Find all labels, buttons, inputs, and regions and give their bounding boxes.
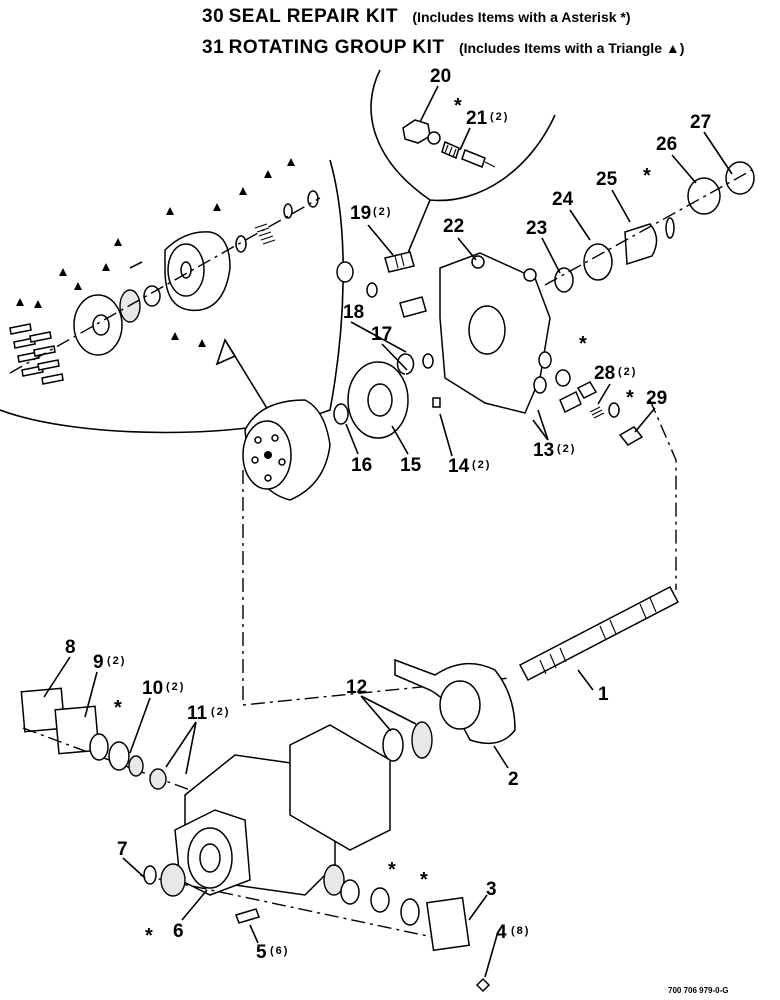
detail-bubble-valve <box>370 69 556 202</box>
asterisk-marker: * <box>579 333 587 355</box>
leader-lines <box>43 85 733 978</box>
part-12-bearing <box>382 721 433 762</box>
callout-29: 29 <box>646 388 667 409</box>
part-14-plug <box>432 397 441 408</box>
callout-27: 27 <box>690 112 711 133</box>
asterisk-markers: * * * * * * * * <box>114 95 651 947</box>
part-17-oring <box>396 353 415 375</box>
callout-14-qty: (2) <box>472 459 491 471</box>
valve-plug-part <box>402 119 496 168</box>
asterisk-marker: * <box>454 95 462 117</box>
callout-17: 17 <box>371 324 392 345</box>
parts-23-27-stack <box>554 161 755 293</box>
callout-25: 25 <box>596 169 618 190</box>
kit-30-title: SEAL REPAIR KIT <box>228 6 398 27</box>
callout-28-qty: (2) <box>618 366 637 378</box>
drawing-code: 700 706 979-0-G <box>668 986 729 995</box>
callout-8: 8 <box>65 637 76 658</box>
kit-31-heading: 31 ROTATING GROUP KIT (Includes Items wi… <box>202 37 684 59</box>
callout-5: 5 <box>256 942 267 963</box>
callout-20: 20 <box>430 66 451 87</box>
detail-bubble-leader <box>404 199 431 261</box>
callout-11: 11 <box>187 703 208 724</box>
callout-22: 22 <box>443 216 464 237</box>
triangle-markers <box>16 158 295 347</box>
callout-13-qty: (2) <box>557 443 576 455</box>
asterisk-marker: * <box>114 697 122 719</box>
callout-12: 12 <box>346 677 367 698</box>
callout-10-qty: (2) <box>166 681 185 693</box>
callout-14: 14 <box>448 456 470 477</box>
callout-28: 28 <box>594 363 615 384</box>
kit-31-note: (Includes Items with a Triangle ▲) <box>458 40 685 56</box>
asterisk-marker: * <box>388 859 396 881</box>
callout-19: 19 <box>350 203 371 224</box>
callout-labels: 1 2 3 4 (8) 5 (6) 6 7 8 9 (2) 10 (2) 11 … <box>65 66 711 963</box>
callout-15: 15 <box>400 455 422 476</box>
detail-bubble-rotating-group <box>0 159 344 434</box>
retainer-bolts <box>9 323 64 385</box>
callout-16: 16 <box>351 455 372 476</box>
parts-28-29-stack <box>555 369 644 446</box>
part-16-washer <box>333 403 349 425</box>
callout-2: 2 <box>508 769 519 790</box>
kit-30-heading: 30 SEAL REPAIR KIT (Includes Items with … <box>202 6 631 28</box>
asterisk-marker: * <box>420 869 428 891</box>
cylinder-barrel-assembly <box>242 399 331 501</box>
callout-26: 26 <box>656 134 677 155</box>
kit-31-title: ROTATING GROUP KIT <box>228 37 445 58</box>
callout-3: 3 <box>486 879 497 900</box>
asterisk-marker: * <box>626 387 634 409</box>
part-15-valve-plate <box>347 361 409 439</box>
part-2-bearing-carrier <box>394 658 516 745</box>
callout-4-qty: (8) <box>511 925 530 937</box>
asterisk-marker: * <box>145 925 153 947</box>
callout-21: 21 <box>466 108 488 129</box>
rotating-group-parts <box>9 190 321 385</box>
kit-30-number: 30 <box>202 6 225 27</box>
callout-24: 24 <box>552 189 574 210</box>
callout-4: 4 <box>496 922 507 943</box>
callout-9-qty: (2) <box>107 655 126 667</box>
part-19-relief-valve <box>336 251 427 318</box>
callout-7: 7 <box>117 839 128 860</box>
asterisk-marker: * <box>643 165 651 187</box>
callout-23: 23 <box>526 218 547 239</box>
callout-5-qty: (6) <box>270 945 289 957</box>
callout-10: 10 <box>142 678 163 699</box>
callout-13: 13 <box>533 440 554 461</box>
callout-21-qty: (2) <box>490 111 509 123</box>
gasket-outline <box>289 724 391 851</box>
callout-1: 1 <box>598 684 609 705</box>
callout-19-qty: (2) <box>373 206 392 218</box>
callout-9: 9 <box>93 652 104 673</box>
kit-31-number: 31 <box>202 37 225 58</box>
part-8-cover-plate <box>20 687 100 755</box>
part-22-valve-housing <box>439 252 552 414</box>
callout-18: 18 <box>343 302 364 323</box>
lower-seal-stack <box>89 733 491 993</box>
callout-6: 6 <box>173 921 184 942</box>
callout-11-qty: (2) <box>211 706 230 718</box>
part-1-drive-shaft <box>518 585 680 682</box>
kit-30-note: (Includes Items with a Asterisk *) <box>412 9 631 25</box>
